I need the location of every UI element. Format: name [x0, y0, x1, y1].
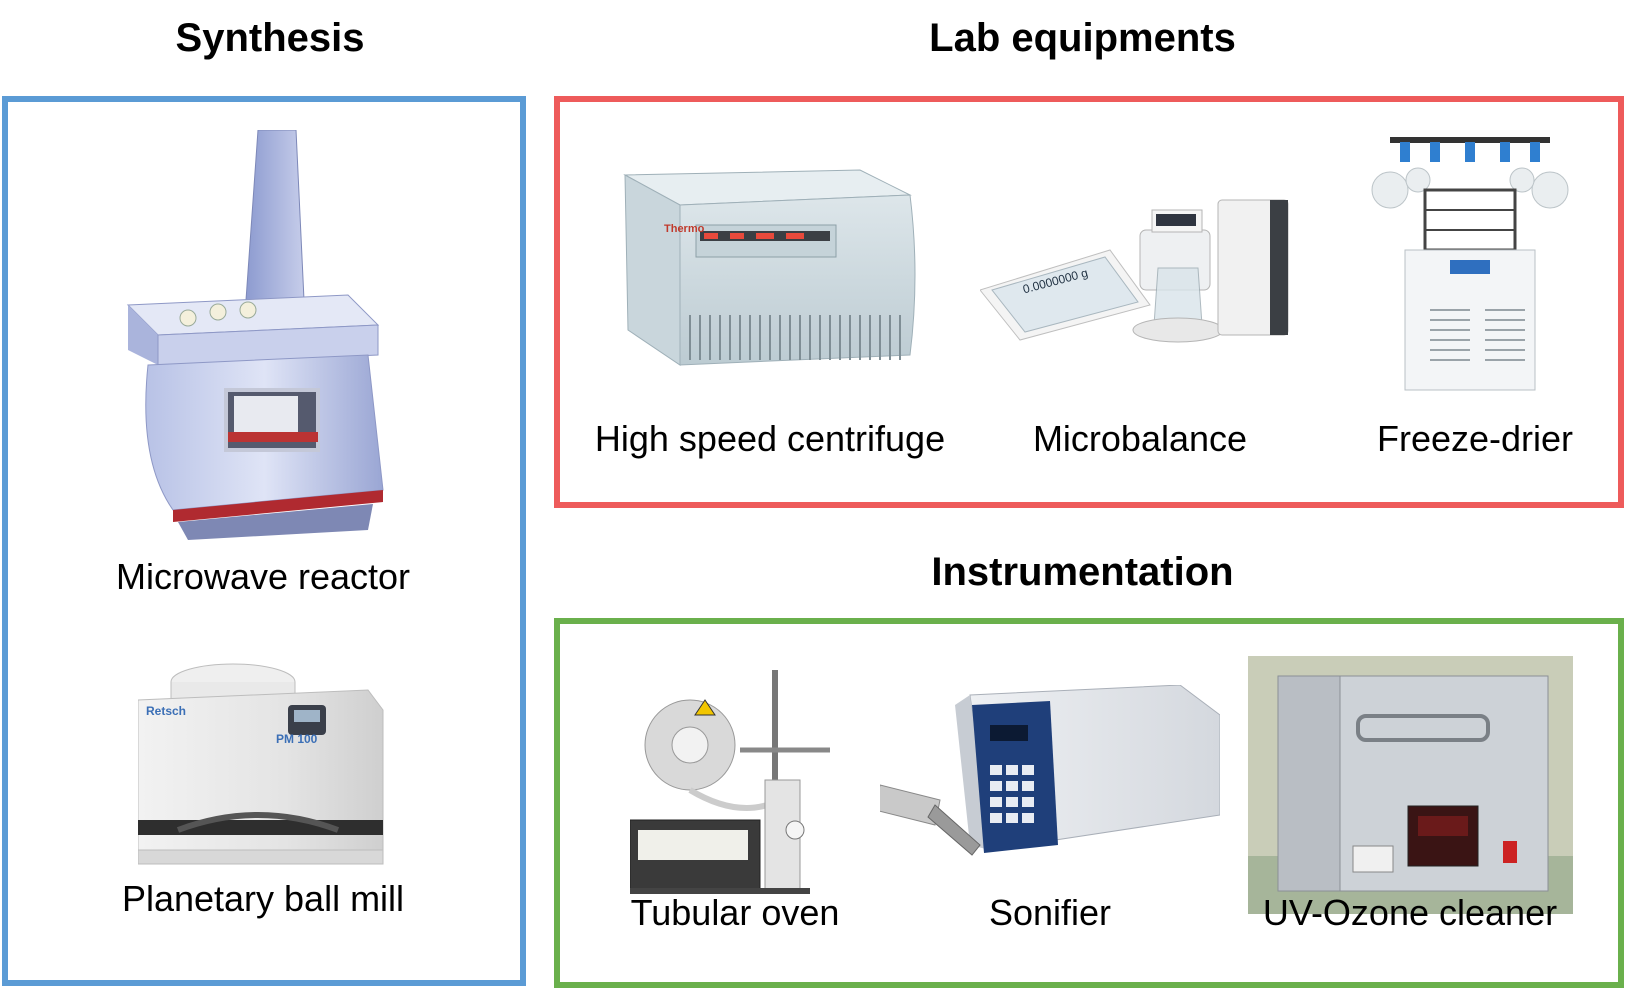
- centrifuge-brand: Thermo: [664, 223, 705, 235]
- lab-equipments-title: Lab equipments: [929, 16, 1236, 60]
- uv-ozone-cleaner-icon: [1248, 656, 1573, 914]
- ball-mill-label: Planetary ball mill: [121, 878, 405, 919]
- uv-ozone-cleaner-label: UV-Ozone cleaner: [1262, 892, 1558, 933]
- instrumentation-title: Instrumentation: [931, 550, 1234, 594]
- microwave-reactor-icon: [118, 130, 398, 550]
- ball-mill-model: PM 100: [276, 732, 318, 746]
- tubular-oven-icon: [630, 670, 840, 905]
- ball-mill-icon: Retsch PM 100: [138, 660, 388, 885]
- microbalance-icon: 0.0000000 g: [980, 190, 1300, 360]
- sonifier-label: Sonifier: [988, 892, 1112, 933]
- sonifier-icon: [880, 685, 1220, 890]
- synthesis-title: Synthesis: [175, 16, 365, 60]
- centrifuge-label: High speed centrifuge: [594, 418, 946, 459]
- lab-equipments-panel: [554, 96, 1624, 508]
- tubular-oven-label: Tubular oven: [630, 892, 840, 933]
- microbalance-label: Microbalance: [1032, 418, 1248, 459]
- freeze-drier-label: Freeze-drier: [1376, 418, 1574, 459]
- ball-mill-brand: Retsch: [146, 704, 187, 718]
- instrumentation-panel: [554, 618, 1624, 988]
- centrifuge-icon: Thermo: [620, 165, 920, 375]
- freeze-drier-icon: [1370, 130, 1570, 405]
- synthesis-panel: [2, 96, 526, 986]
- microwave-reactor-label: Microwave reactor: [115, 556, 411, 597]
